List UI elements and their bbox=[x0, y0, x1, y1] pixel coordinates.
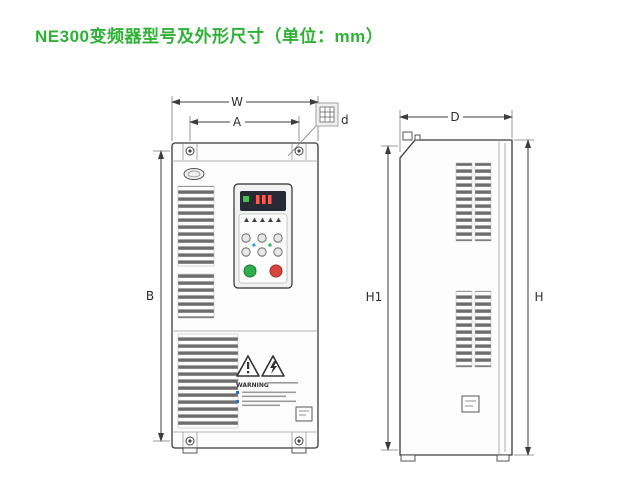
side-view: D H1 H bbox=[366, 110, 544, 462]
brand-logo bbox=[183, 168, 205, 180]
dim-A: A bbox=[189, 115, 300, 141]
dim-H: H bbox=[514, 139, 544, 456]
dim-label-D: D bbox=[450, 110, 459, 124]
mounting-holes bbox=[185, 146, 304, 446]
run-button bbox=[243, 264, 257, 278]
warning-title: WARNING bbox=[236, 382, 269, 389]
front-view: WARNING W bbox=[146, 95, 349, 454]
dim-B: B bbox=[146, 150, 170, 442]
front-foot-right bbox=[291, 447, 307, 454]
dim-label-A: A bbox=[233, 115, 242, 129]
keypad bbox=[233, 183, 293, 289]
warning-label: WARNING bbox=[236, 355, 298, 407]
side-vent-grilles bbox=[455, 162, 492, 368]
dim-label-H: H bbox=[534, 290, 543, 304]
dim-W: W bbox=[171, 95, 319, 141]
front-foot-left bbox=[182, 447, 198, 454]
side-foot-rear bbox=[496, 454, 510, 462]
nameplate bbox=[295, 406, 313, 422]
dim-label-B: B bbox=[146, 289, 154, 303]
dim-D: D bbox=[399, 110, 513, 152]
mount-hook bbox=[402, 131, 413, 141]
front-vent-grilles bbox=[177, 185, 239, 429]
hole-detail-grid-icon bbox=[319, 106, 335, 123]
dim-label-d: d bbox=[341, 113, 349, 127]
page-title: NE300变频器型号及外形尺寸（单位：mm） bbox=[35, 27, 384, 46]
dim-label-H1: H1 bbox=[366, 290, 383, 304]
dim-label-W: W bbox=[231, 95, 243, 109]
side-foot-front bbox=[400, 454, 416, 462]
stop-button bbox=[269, 264, 283, 278]
dim-H1: H1 bbox=[366, 145, 398, 451]
mount-hook-small bbox=[414, 134, 421, 141]
hole-detail-callout: d bbox=[287, 102, 349, 157]
side-label-plate bbox=[461, 395, 480, 413]
keypad-buttons bbox=[241, 233, 283, 257]
keypad-indicator-icons bbox=[244, 217, 281, 222]
